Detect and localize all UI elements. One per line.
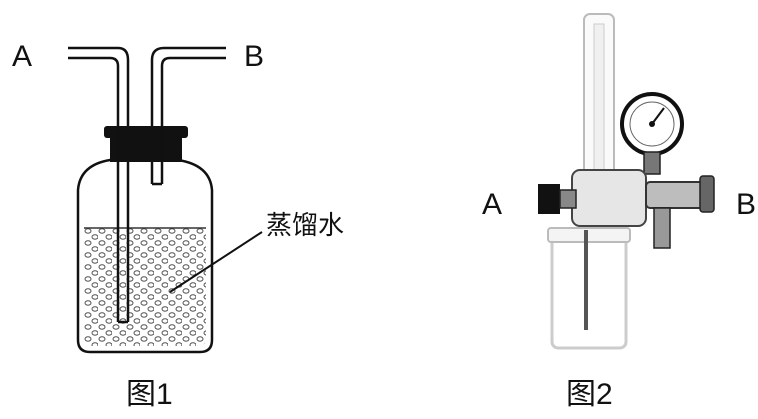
figure1-annotation: 蒸馏水 xyxy=(266,210,344,240)
figure1-label-b: B xyxy=(244,40,264,73)
inlet-tube-a xyxy=(68,46,130,324)
figure2-caption: 图2 xyxy=(566,378,613,411)
humidifier-bottle xyxy=(550,234,628,350)
figure1-label-a: A xyxy=(12,40,32,73)
figure2-flow-meter xyxy=(538,13,715,350)
figure1-caption: 图1 xyxy=(126,378,173,411)
regulator-body xyxy=(571,169,647,227)
figure1-wash-bottle xyxy=(68,46,263,354)
outlet-tube-b xyxy=(150,46,226,186)
distilled-water xyxy=(84,228,206,346)
inlet-a-connector xyxy=(538,184,560,214)
annotation-leader xyxy=(169,231,263,293)
figure2-label-a: A xyxy=(482,188,502,221)
stopper xyxy=(110,136,182,162)
figure2-label-b: B xyxy=(736,188,756,221)
